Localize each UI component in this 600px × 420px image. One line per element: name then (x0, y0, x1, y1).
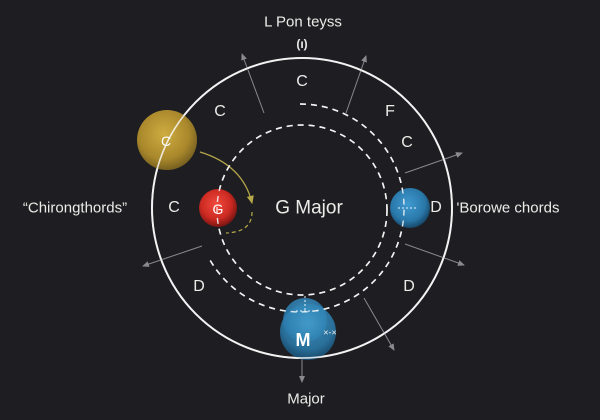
left-side-label: “Chirongthords” (22, 199, 128, 217)
node-yellow-label: C (160, 133, 172, 149)
node-yellow[interactable] (137, 110, 197, 170)
arrow-left-lower (142, 245, 203, 267)
arrow-right-lower (404, 243, 465, 266)
ring-note-upper-left[interactable]: C (214, 103, 226, 120)
ring-note-lower-right[interactable]: D (403, 278, 415, 295)
node-blue-bottom-label: M (295, 330, 311, 350)
ring-note-right[interactable]: D (430, 199, 442, 216)
inner-dashed-ring-overlay (216, 124, 388, 296)
right-side-label: 'Borowe chords (456, 199, 560, 217)
outer-ring-overlay (151, 57, 453, 359)
arrow-right-upper (404, 152, 463, 174)
ring-note-right-upper[interactable]: C (401, 134, 413, 151)
center-key-label: G Major (275, 197, 343, 219)
ring-note-lower-left[interactable]: D (193, 278, 205, 295)
node-blue-bottom-annotation: ×-× (323, 327, 337, 338)
arrow-top-right (345, 55, 367, 114)
diagram-subtitle-symbol: (ı) (296, 37, 308, 51)
ring-note-upper-right[interactable]: F (385, 103, 395, 120)
node-blue-bottom[interactable] (280, 298, 336, 360)
arrow-top-left (241, 53, 265, 114)
ring-note-top[interactable]: C (296, 73, 308, 90)
diagram-title: L Pon teyss (264, 13, 342, 31)
arrow-bottom-right (363, 297, 395, 351)
yellow-transition-arrow (199, 151, 254, 205)
outer-dashed-ring-overlay (209, 103, 405, 313)
direction-arrows (142, 53, 465, 383)
yellow-dashed-return-arc (225, 211, 253, 234)
ring-note-left[interactable]: C (168, 199, 180, 216)
node-red[interactable] (199, 189, 237, 227)
node-red-label: G (212, 201, 224, 217)
crosshair-marks (296, 207, 418, 312)
bottom-label: Major (287, 390, 325, 408)
